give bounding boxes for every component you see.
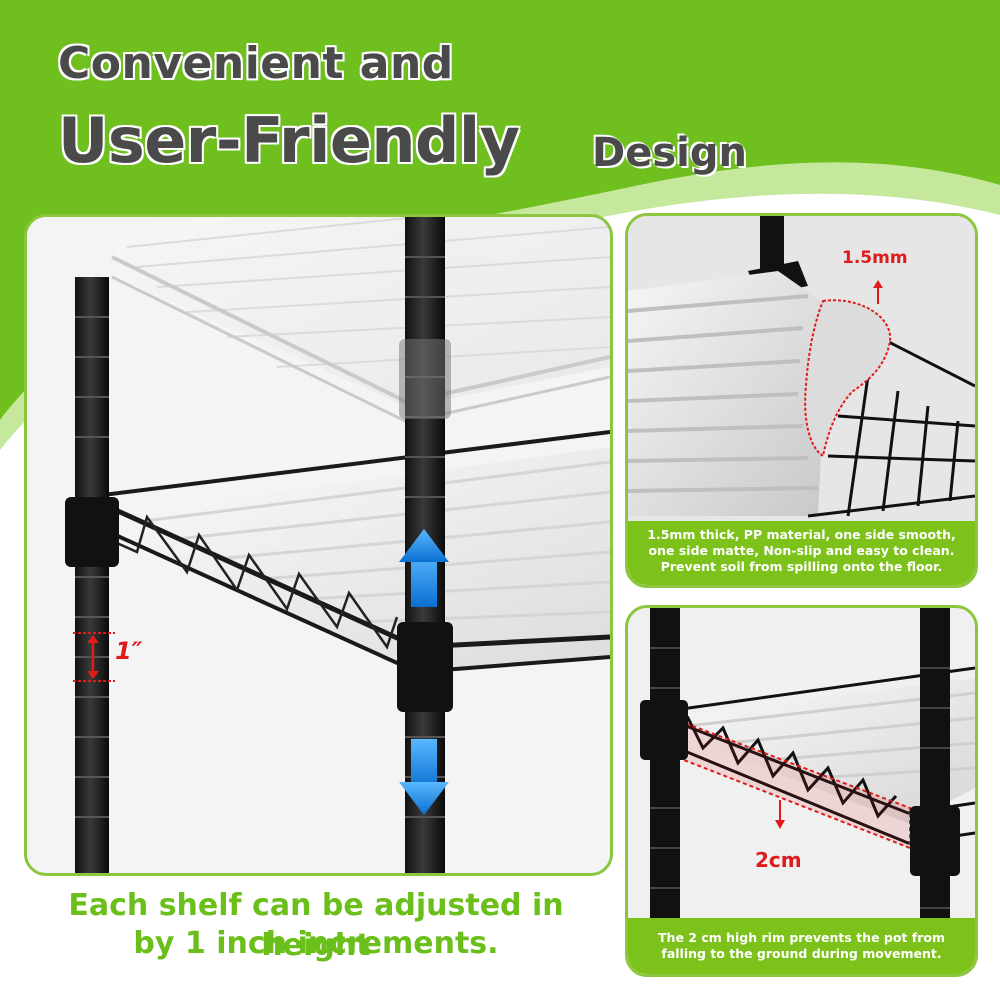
thickness-label: 1.5mm bbox=[842, 248, 908, 268]
right-sleeve bbox=[397, 622, 453, 712]
rim-caption-line-1: The 2 cm high rim prevents the pot from bbox=[658, 930, 945, 945]
up-arrow-icon bbox=[873, 280, 883, 304]
measure-label: 1″ bbox=[115, 637, 143, 665]
rim-illustration bbox=[640, 608, 975, 974]
adjustable-caption-line-1: Each shelf can be adjusted in height bbox=[68, 888, 564, 963]
up-down-arrow-icon bbox=[399, 529, 449, 815]
left-sleeve bbox=[65, 497, 119, 567]
liner-caption-line-1: 1.5mm thick, PP material, one side smoot… bbox=[647, 527, 956, 542]
rim-label: 2cm bbox=[755, 848, 802, 872]
measure-bracket-icon bbox=[73, 632, 115, 682]
rim-caption: The 2 cm high rim prevents the pot from … bbox=[628, 918, 975, 974]
headline-line-2: User-Friendly bbox=[58, 104, 520, 177]
liner-material-panel: 1.5mm 1.5mm thick, PP material, one side… bbox=[625, 213, 978, 588]
right-sleeve-faded bbox=[399, 339, 451, 419]
adjustable-caption-line-2: by 1 inch increments. bbox=[133, 926, 499, 961]
liner-caption: 1.5mm thick, PP material, one side smoot… bbox=[628, 521, 975, 585]
adjustable-height-panel: 1″ bbox=[24, 214, 613, 876]
left-pole bbox=[75, 277, 109, 873]
rim-panel: 2cm The 2 cm high rim prevents the pot f… bbox=[625, 605, 978, 977]
shelf-illustration bbox=[65, 217, 610, 873]
headline-line-1: Convenient and bbox=[58, 38, 454, 89]
down-arrow-icon bbox=[775, 800, 785, 829]
liner-caption-line-3: Prevent soil from spilling onto the floo… bbox=[660, 559, 943, 574]
upper-shelf-faded bbox=[111, 217, 610, 424]
liner-caption-line-2: one side matte, Non-slip and easy to cle… bbox=[648, 543, 955, 558]
rim-caption-line-2: falling to the ground during movement. bbox=[661, 946, 942, 961]
headline-line-2-tail: Design bbox=[592, 130, 747, 176]
